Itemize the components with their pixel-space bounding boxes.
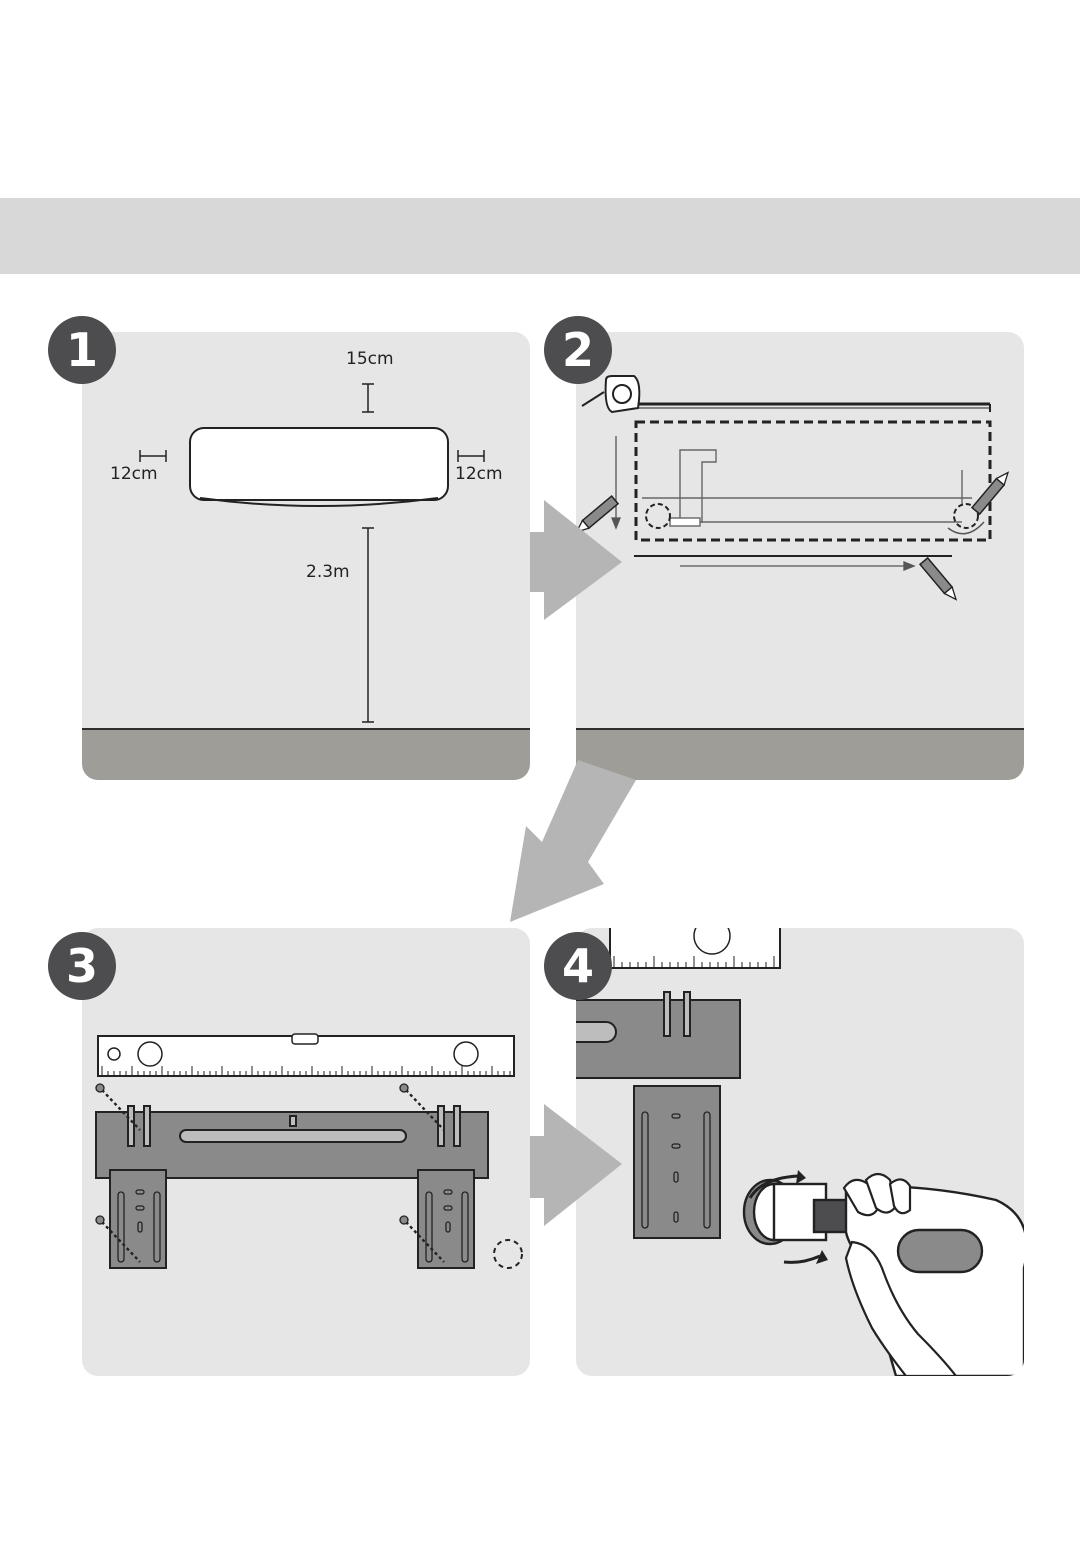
right-clearance-label: 12cm — [455, 464, 503, 484]
left-clearance-label: 12cm — [110, 464, 158, 484]
step-4-badge: 4 — [544, 932, 612, 1000]
floor-height-label: 2.3m — [306, 562, 350, 582]
step-3-badge: 3 — [48, 932, 116, 1000]
step-2-badge: 2 — [544, 316, 612, 384]
arrow-3-to-4 — [530, 1104, 622, 1226]
arrow-1-to-2 — [530, 500, 622, 620]
step-1-badge: 1 — [48, 316, 116, 384]
top-clearance-label: 15cm — [346, 349, 394, 369]
arrow-2-to-3 — [510, 760, 636, 922]
